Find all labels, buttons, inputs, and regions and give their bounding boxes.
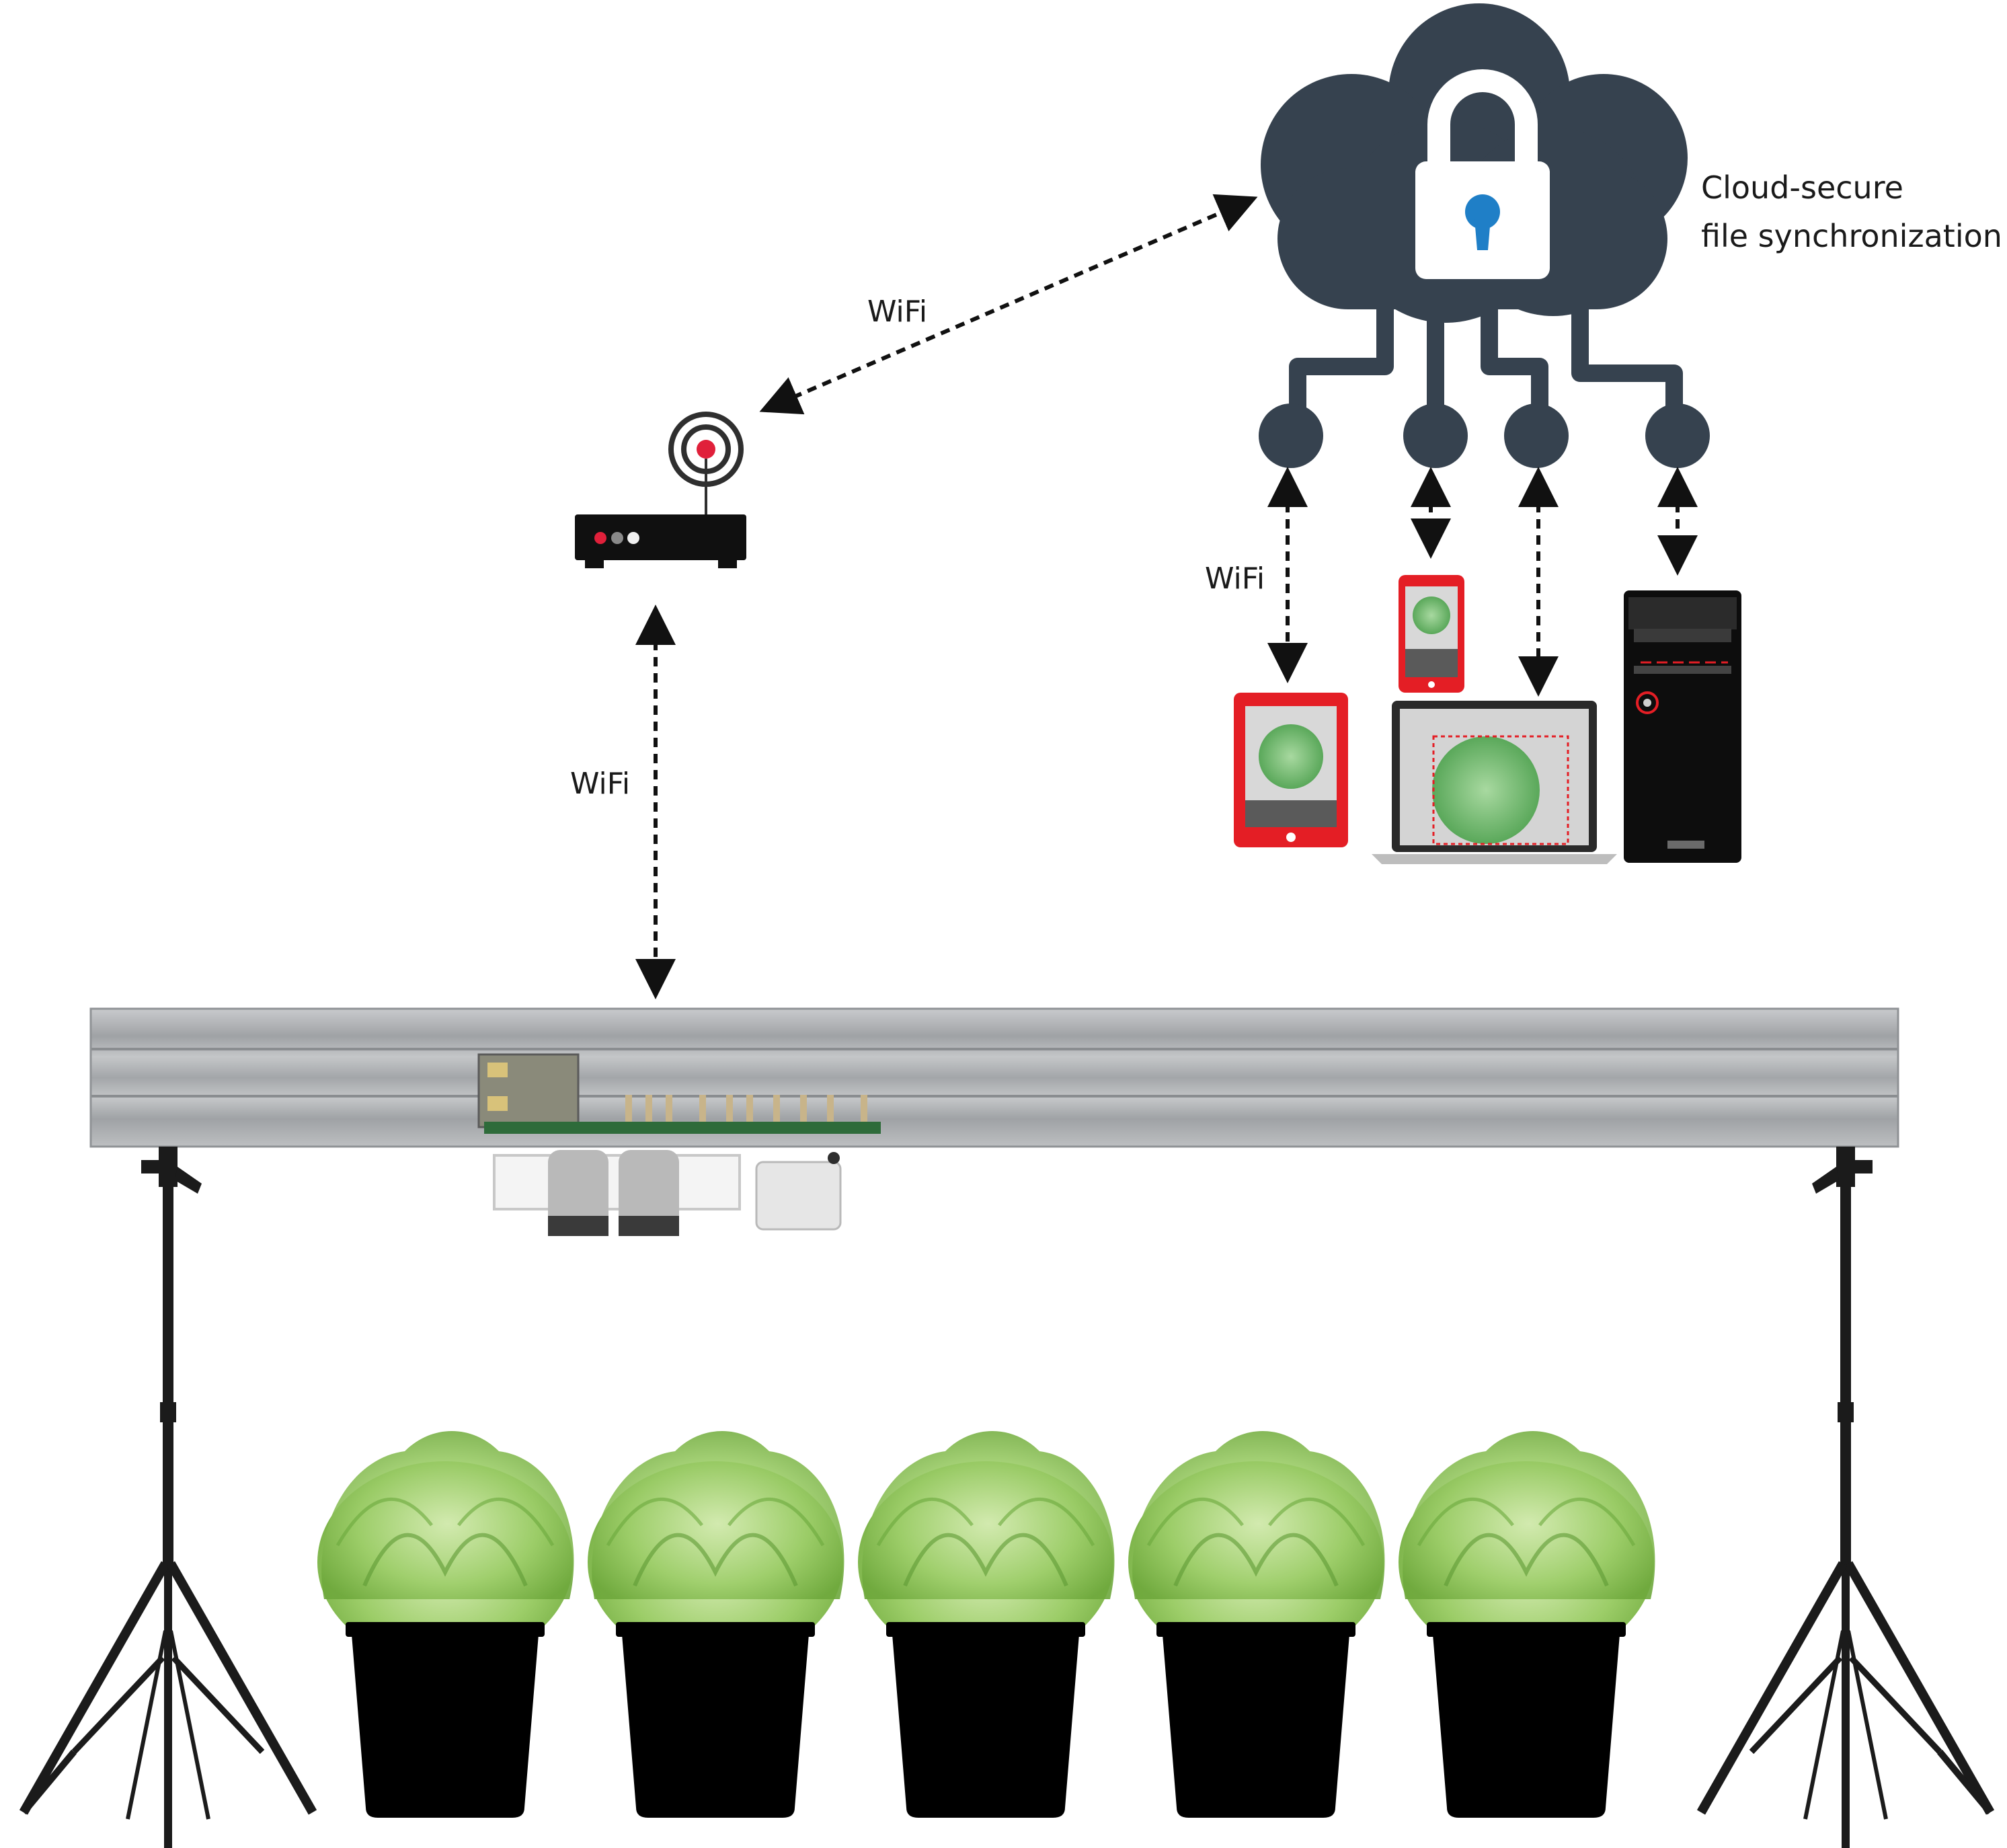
tablet-icon [1234,693,1348,847]
wifi-router-icon [575,412,746,568]
router-led-red [594,532,606,544]
desktop-tower-icon [1624,590,1741,863]
plants-row [317,1431,1655,1818]
wifi-label-router-cloud: WiFi [867,295,927,329]
lettuce-pot-icon [858,1431,1114,1818]
lettuce-pot-icon [588,1431,844,1818]
cloud-connector-nodes [1259,403,1710,468]
cloud-lock-icon [1261,3,1688,323]
arrow-router-cloud [759,194,1258,415]
sensor-module [477,1053,881,1236]
cloud-label-line1: Cloud-secure [1701,169,1903,206]
laptop-icon [1372,701,1617,864]
lettuce-pot-icon [1128,1431,1384,1818]
cloud-label-line2: file synchronization [1701,218,2002,254]
router-led-white [627,532,639,544]
keyhole-icon [1465,194,1500,229]
smartphone-icon [1399,575,1464,693]
tripod-left-icon [24,1147,313,1848]
wifi-label-router-rail: WiFi [570,767,630,801]
lettuce-pot-icon [317,1431,574,1818]
cloud-connectors [1289,306,1683,437]
tripod-right-icon [1701,1147,1990,1848]
wifi-label-devices: WiFi [1205,562,1265,596]
router-led-grey [611,532,623,544]
aluminum-rail [89,1007,1899,1148]
lettuce-pot-icon [1399,1431,1655,1818]
